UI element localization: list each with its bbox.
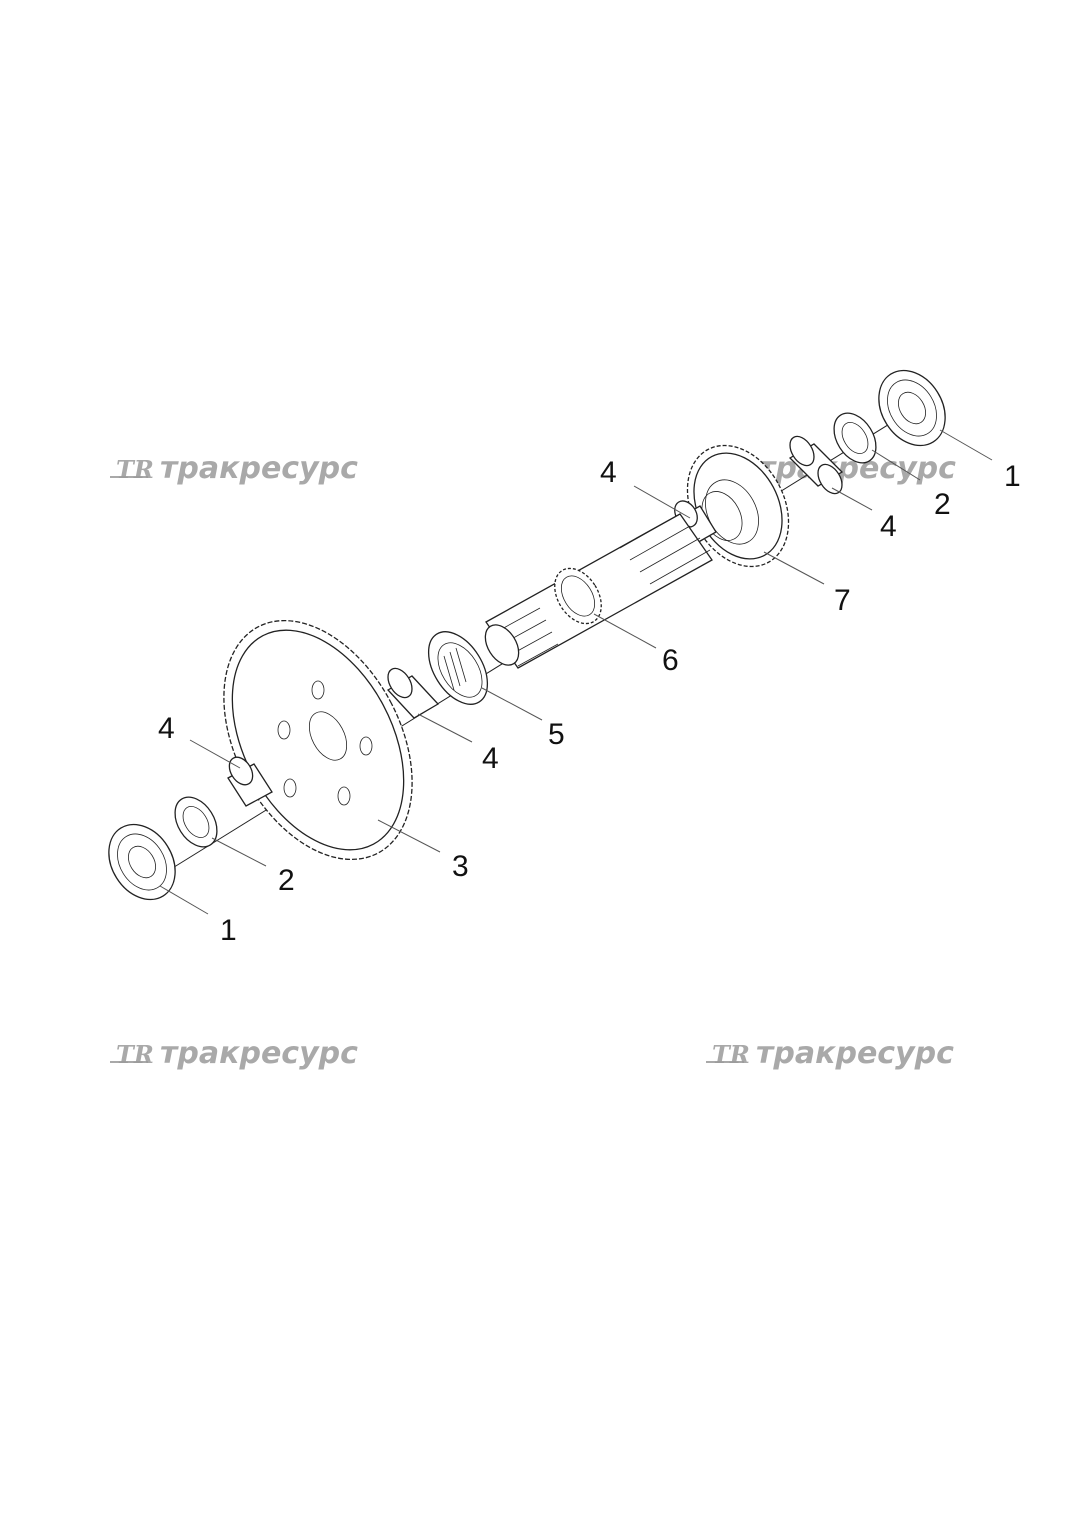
callout-label-6: 6	[662, 644, 679, 677]
bushing-left	[227, 756, 273, 807]
callout-label-7: 7	[834, 584, 851, 617]
callout-label-1-right: 1	[1004, 460, 1021, 493]
watermark-top-left: ТR тракресурс	[110, 451, 358, 486]
large-gear	[223, 619, 413, 861]
shaft-spline-collar	[554, 567, 602, 625]
watermark-logo-mark: ТR	[712, 1040, 750, 1069]
callout-label-3: 3	[452, 850, 469, 883]
callout-label-5: 5	[548, 718, 565, 751]
bushing-middle	[386, 667, 440, 719]
callout-label-2-right: 2	[934, 488, 951, 521]
thrust-washer-right	[833, 412, 877, 464]
thrust-washer-left	[174, 796, 218, 848]
leader-lines	[159, 429, 993, 915]
ball-bearing-right	[878, 369, 946, 447]
splined-shaft	[484, 513, 713, 669]
watermark-logo-mark: ТR	[116, 455, 154, 484]
callout-label-4-right: 4	[880, 510, 897, 543]
synchronizer-ring	[427, 631, 489, 705]
callout-label-2-left: 2	[278, 864, 295, 897]
callout-label-4-shaft: 4	[600, 456, 617, 489]
ball-bearing-left	[108, 823, 176, 901]
callout-label-4-middle: 4	[482, 742, 499, 775]
watermark-logo-mark: ТR	[116, 1040, 154, 1069]
watermark-text: тракресурс	[160, 1036, 358, 1071]
callout-label-1-left: 1	[220, 914, 237, 947]
watermark-text: тракресурс	[756, 1036, 954, 1071]
watermark-bottom-left: ТR тракресурс	[110, 1036, 358, 1071]
small-gear	[686, 444, 790, 568]
callout-label-4-left: 4	[158, 712, 175, 745]
bushing-right	[788, 435, 844, 495]
watermark-bottom-right: ТR тракресурс	[706, 1036, 954, 1071]
watermark-text: тракресурс	[160, 451, 358, 486]
